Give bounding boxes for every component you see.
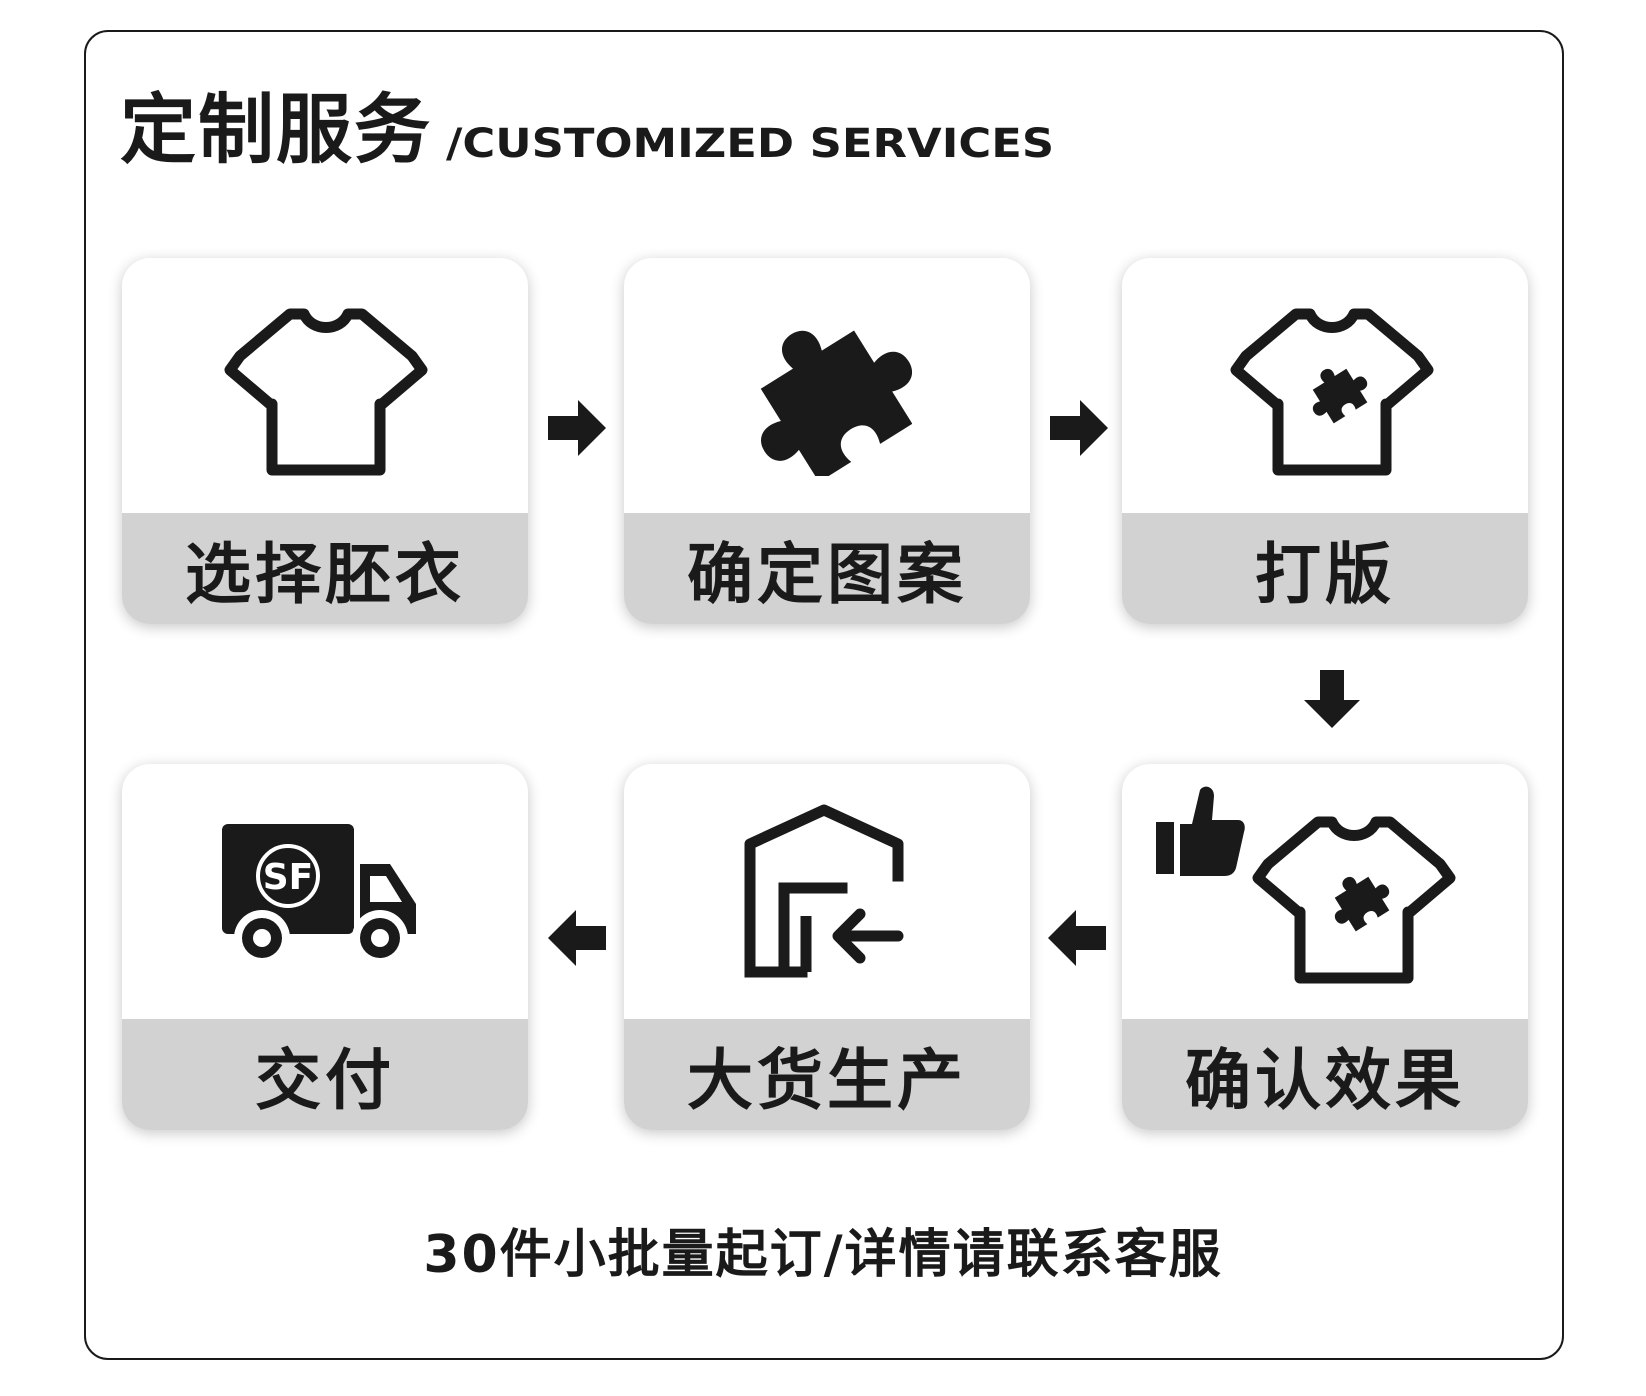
- arrow-left-icon: [548, 910, 606, 966]
- content-frame: [84, 30, 1564, 1360]
- thumbs-up-icon: [1156, 786, 1245, 876]
- step-card-select-blank: 选择胚衣: [122, 258, 528, 624]
- step-icon-area: [624, 764, 1030, 1019]
- tshirt-icon: [224, 308, 428, 476]
- step-icon-area: [1122, 764, 1528, 1019]
- step-card-mass-production: 大货生产: [624, 764, 1030, 1130]
- step-card-sample: 打版: [1122, 258, 1528, 624]
- step-icon-area: [122, 258, 528, 513]
- title-chinese: 定制服务: [120, 85, 432, 174]
- step-label: 交付: [255, 1041, 395, 1119]
- step-icon-area: [624, 258, 1030, 513]
- footer-note: 30件小批量起订/详情请联系客服: [423, 1225, 1223, 1285]
- step-card-confirm-pattern: 确定图案: [624, 258, 1030, 624]
- step-label: 选择胚衣: [185, 535, 465, 613]
- page-title: 定制服务 /CUSTOMIZED SERVICES: [120, 85, 1054, 174]
- delivery-truck-icon: SF: [222, 824, 416, 966]
- step-label: 大货生产: [687, 1041, 967, 1119]
- step-label-bar: 交付: [122, 1019, 528, 1130]
- step-label: 确认效果: [1185, 1041, 1465, 1119]
- arrow-right-icon: [548, 400, 606, 456]
- warehouse-icon: [744, 804, 904, 978]
- step-label-bar: 选择胚衣: [122, 513, 528, 624]
- puzzle-icon: [760, 330, 912, 476]
- step-card-delivery: SF 交付: [122, 764, 528, 1130]
- arrow-down-icon: [1304, 670, 1360, 728]
- step-label-bar: 大货生产: [624, 1019, 1030, 1130]
- step-label: 打版: [1255, 535, 1395, 613]
- sf-logo: SF: [263, 857, 314, 898]
- step-label: 确定图案: [687, 535, 967, 613]
- step-label-bar: 确认效果: [1122, 1019, 1528, 1130]
- arrow-left-icon: [1048, 910, 1106, 966]
- step-card-confirm-effect: 确认效果: [1122, 764, 1528, 1130]
- tshirt-puzzle-icon: [1252, 816, 1456, 984]
- step-label-bar: 打版: [1122, 513, 1528, 624]
- title-english: /CUSTOMIZED SERVICES: [446, 121, 1055, 167]
- step-label-bar: 确定图案: [624, 513, 1030, 624]
- step-icon-area: [1122, 258, 1528, 513]
- tshirt-puzzle-icon: [1230, 308, 1434, 476]
- arrow-right-icon: [1050, 400, 1108, 456]
- step-icon-area: SF: [122, 764, 528, 1019]
